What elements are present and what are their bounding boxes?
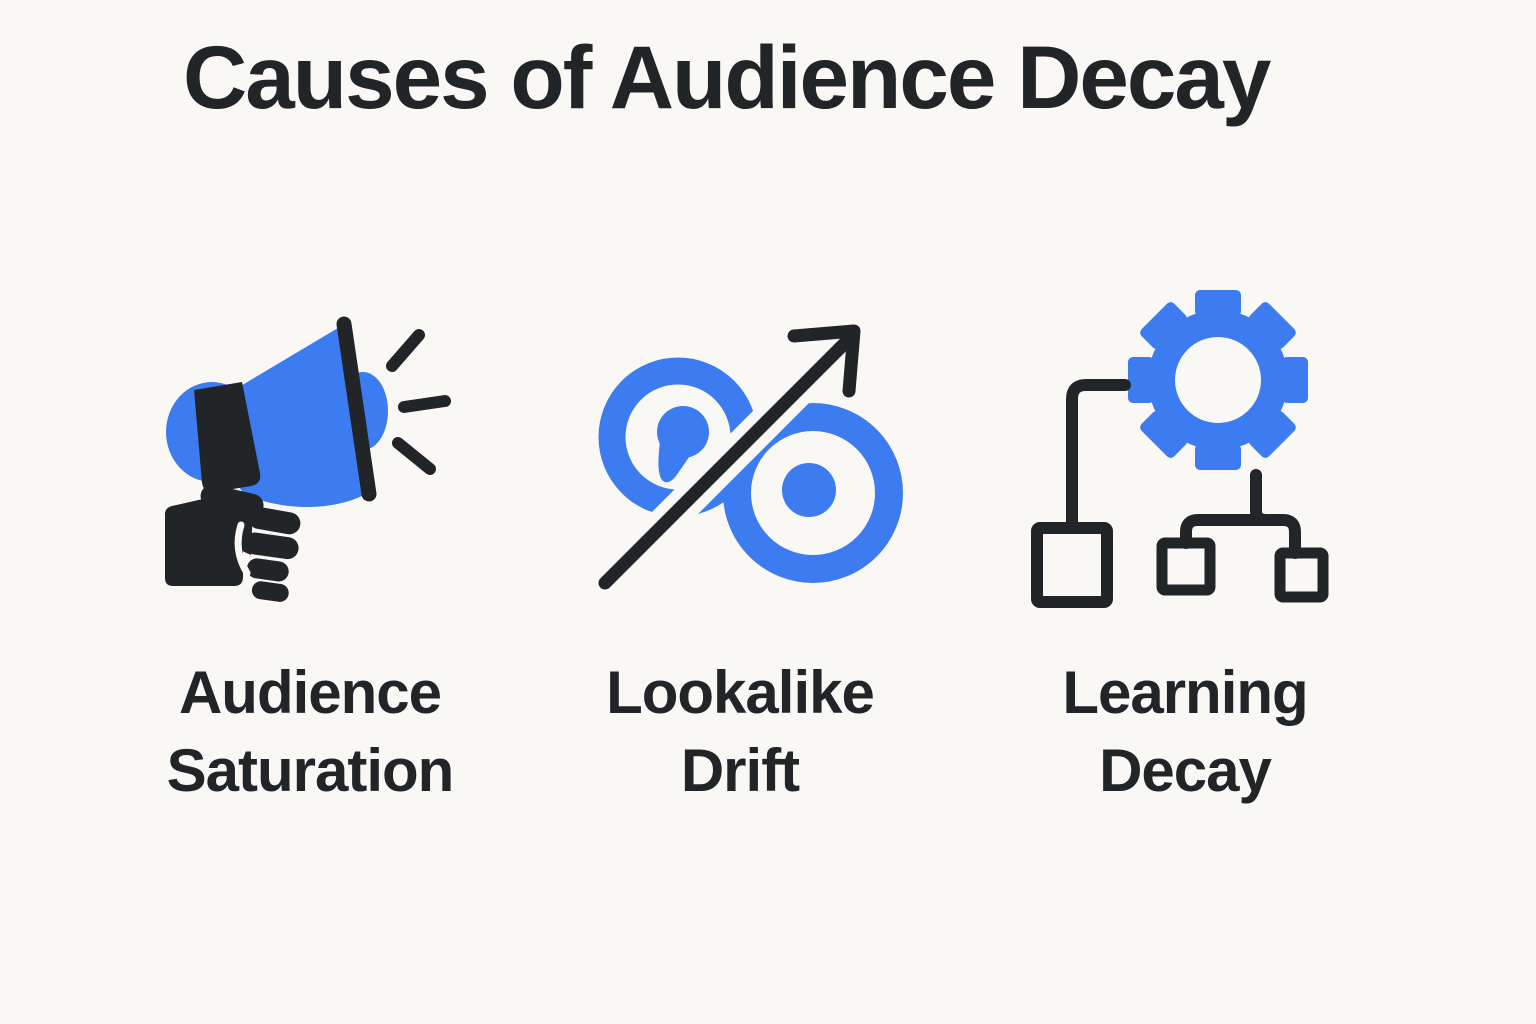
item-label-line2: Saturation: [166, 737, 455, 804]
item-label-line1: Learning: [1062, 659, 1308, 726]
item-label-audience-saturation: Audience Saturation: [90, 654, 530, 810]
megaphone-icon: [164, 316, 451, 602]
item-label-line2: Drift: [680, 737, 800, 804]
item-label-line1: Lookalike: [606, 659, 875, 726]
gear-flowchart-icon: [1031, 290, 1329, 608]
item-label-learning-decay: Learning Decay: [965, 654, 1405, 810]
item-label-line2: Decay: [1099, 737, 1272, 804]
item-label-line1: Audience: [178, 659, 442, 726]
percent-trend-icon: [598, 320, 903, 600]
item-label-lookalike-drift: Lookalike Drift: [520, 654, 960, 810]
page-title: Causes of Audience Decay: [183, 27, 1271, 127]
